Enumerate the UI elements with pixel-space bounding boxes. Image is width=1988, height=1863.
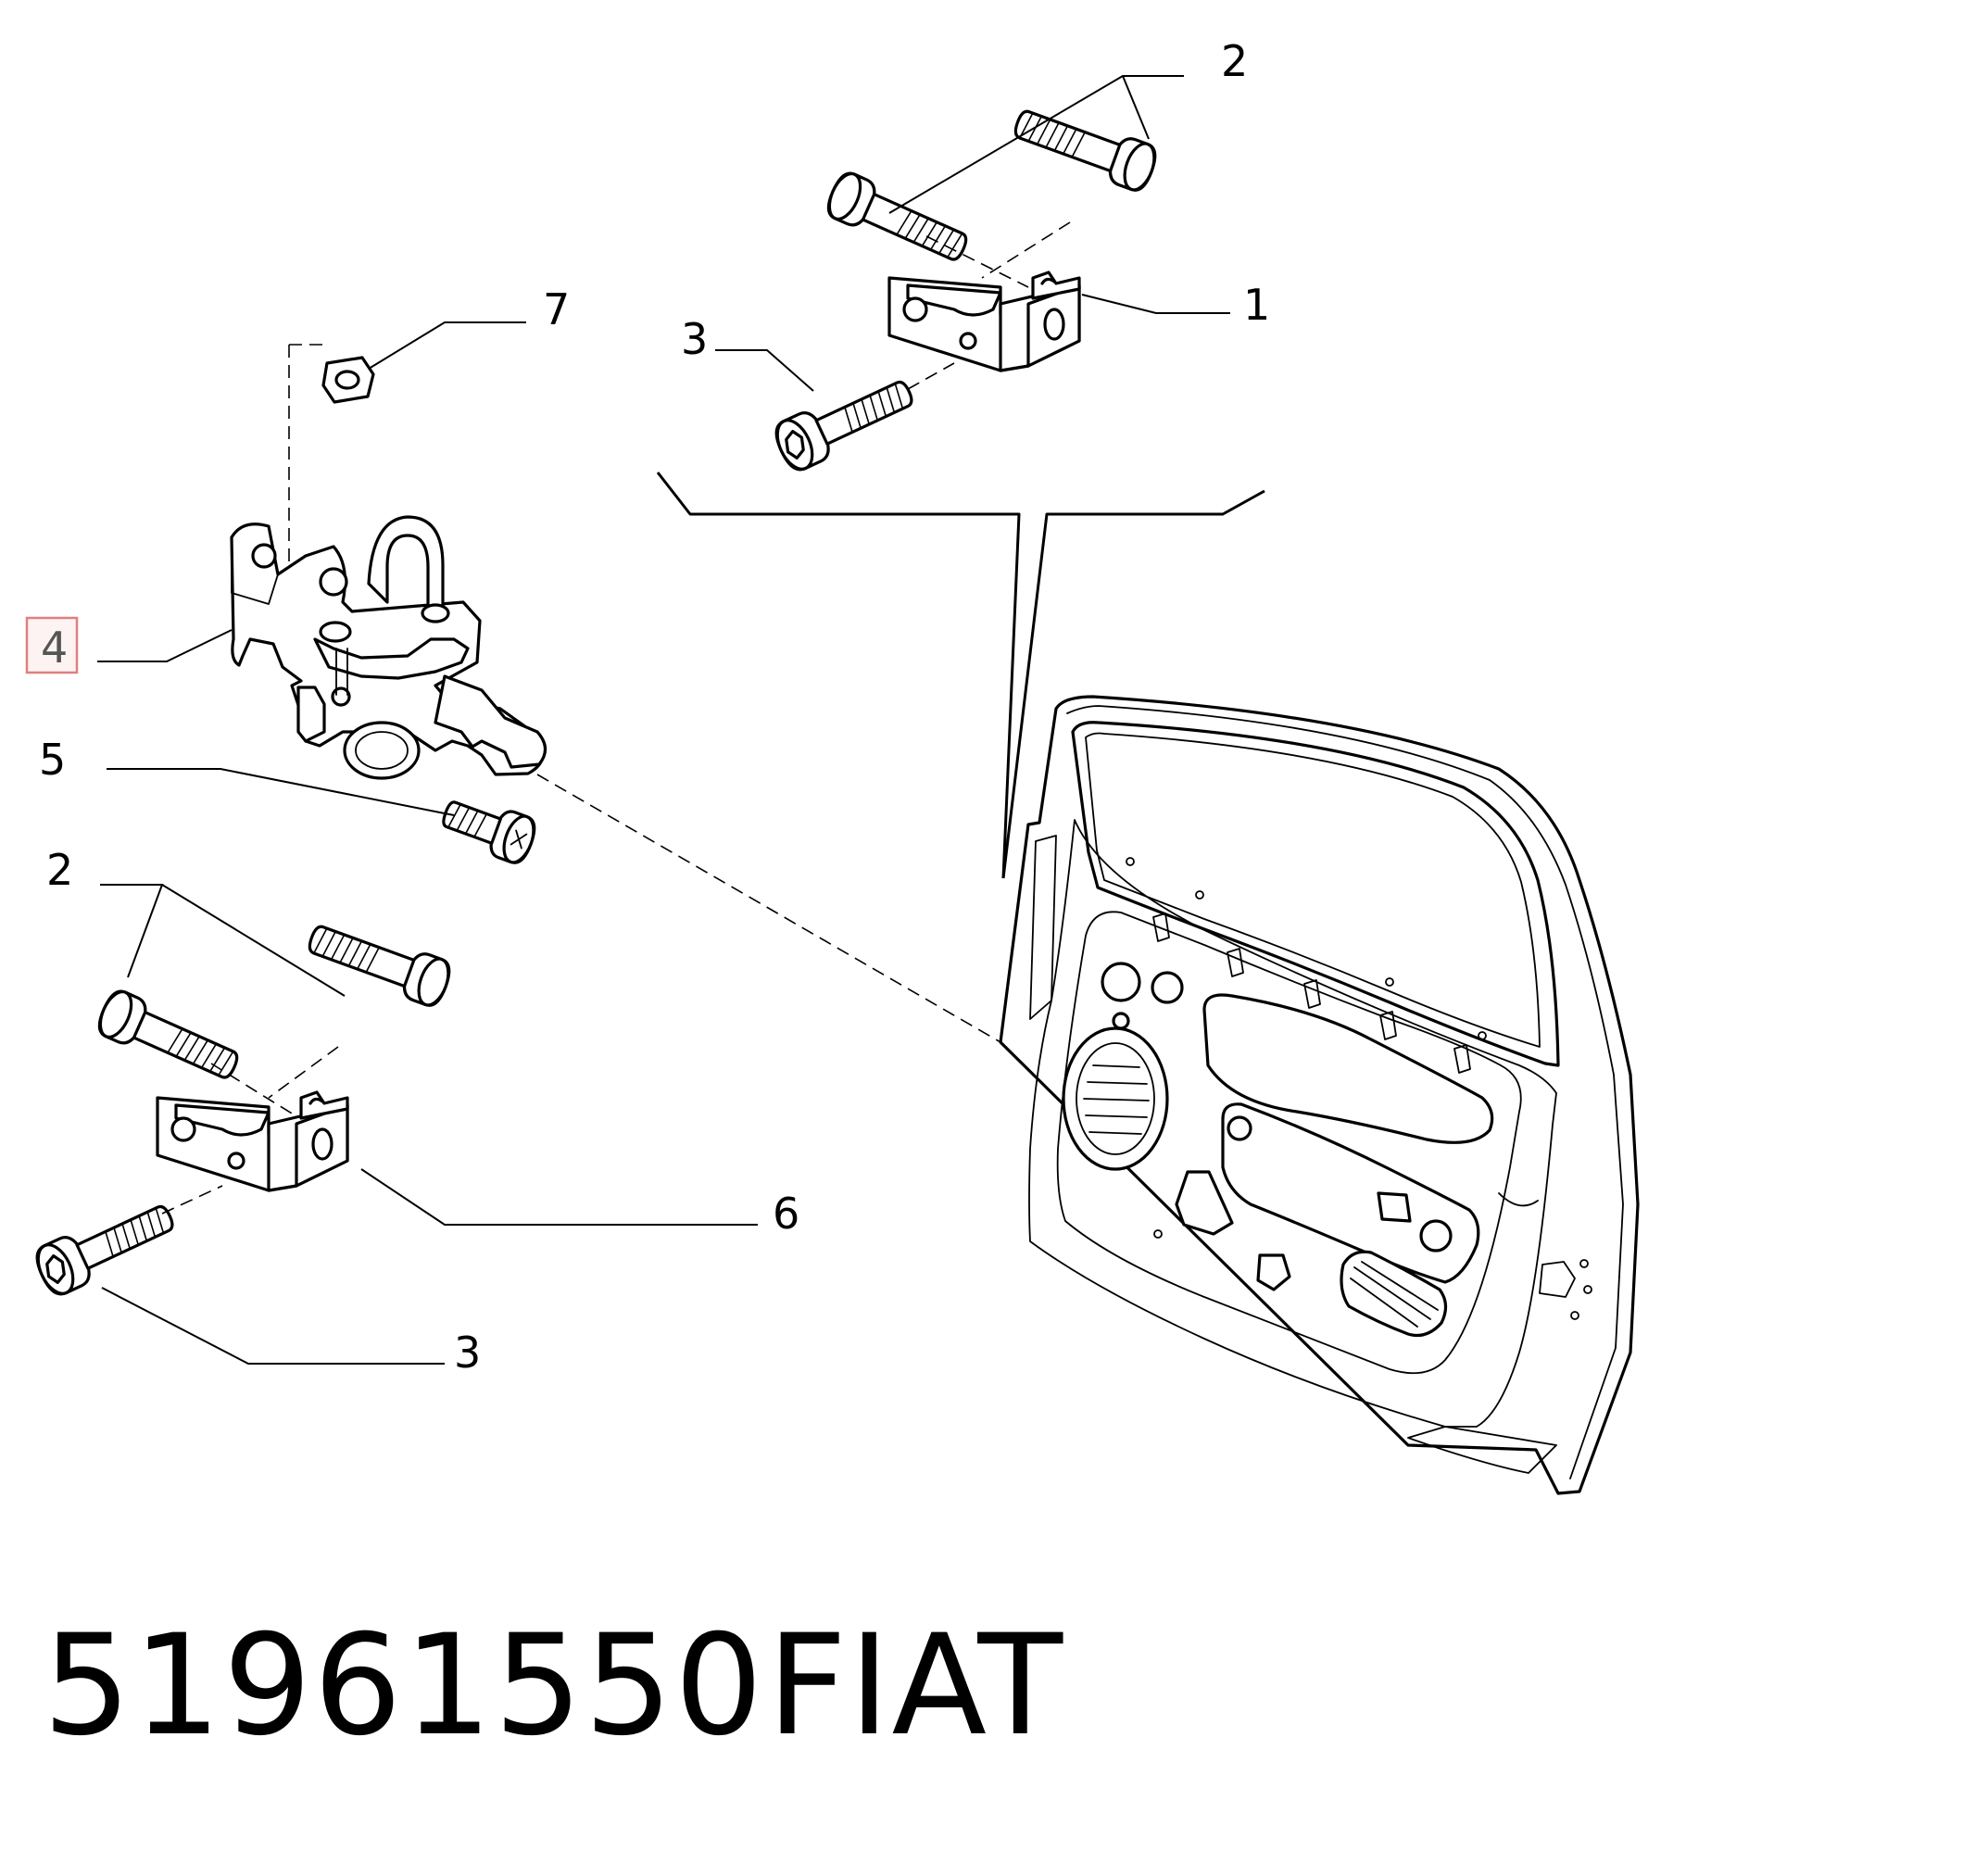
top-hinge-group <box>769 98 1162 476</box>
brand-name: FIAT <box>767 1605 1065 1767</box>
callout-5: 5 <box>39 735 66 785</box>
bolt-part-2-right <box>1007 98 1162 195</box>
callout-3-top: 3 <box>681 314 708 364</box>
bolt-part-2-right-bottom <box>301 913 456 1011</box>
callout-2-bottom: 2 <box>46 845 73 895</box>
socket-bolt-part-3-bottom <box>30 1190 182 1301</box>
bottom-hinge-group <box>30 913 456 1301</box>
door-panel <box>999 695 1640 1495</box>
callout-6: 6 <box>773 1189 799 1239</box>
callout-3-bottom: 3 <box>454 1328 481 1378</box>
callout-4: 4 <box>41 623 68 673</box>
callout-7: 7 <box>543 284 570 334</box>
part-number: 51961550 <box>43 1605 765 1767</box>
callout-2-top: 2 <box>1221 36 1248 86</box>
nut-part-7 <box>321 356 375 404</box>
callout-1: 1 <box>1243 280 1270 330</box>
door-check-strap-part-4 <box>230 344 547 780</box>
callout-bracket <box>656 472 1265 879</box>
alignment-line <box>536 774 1001 1043</box>
hinge-part-6 <box>156 1090 349 1192</box>
bolt-part-2-left <box>822 167 975 273</box>
hinge-part-1 <box>887 271 1081 372</box>
callout-labels: 2 1 3 7 4 5 2 6 3 <box>25 36 1270 1378</box>
socket-bolt-part-3-top <box>769 366 922 476</box>
bolt-part-2-left-bottom <box>93 985 246 1091</box>
bolt-part-5 <box>442 800 536 864</box>
callout-4-highlight-box <box>25 616 79 674</box>
leader-lines <box>97 75 1230 1365</box>
